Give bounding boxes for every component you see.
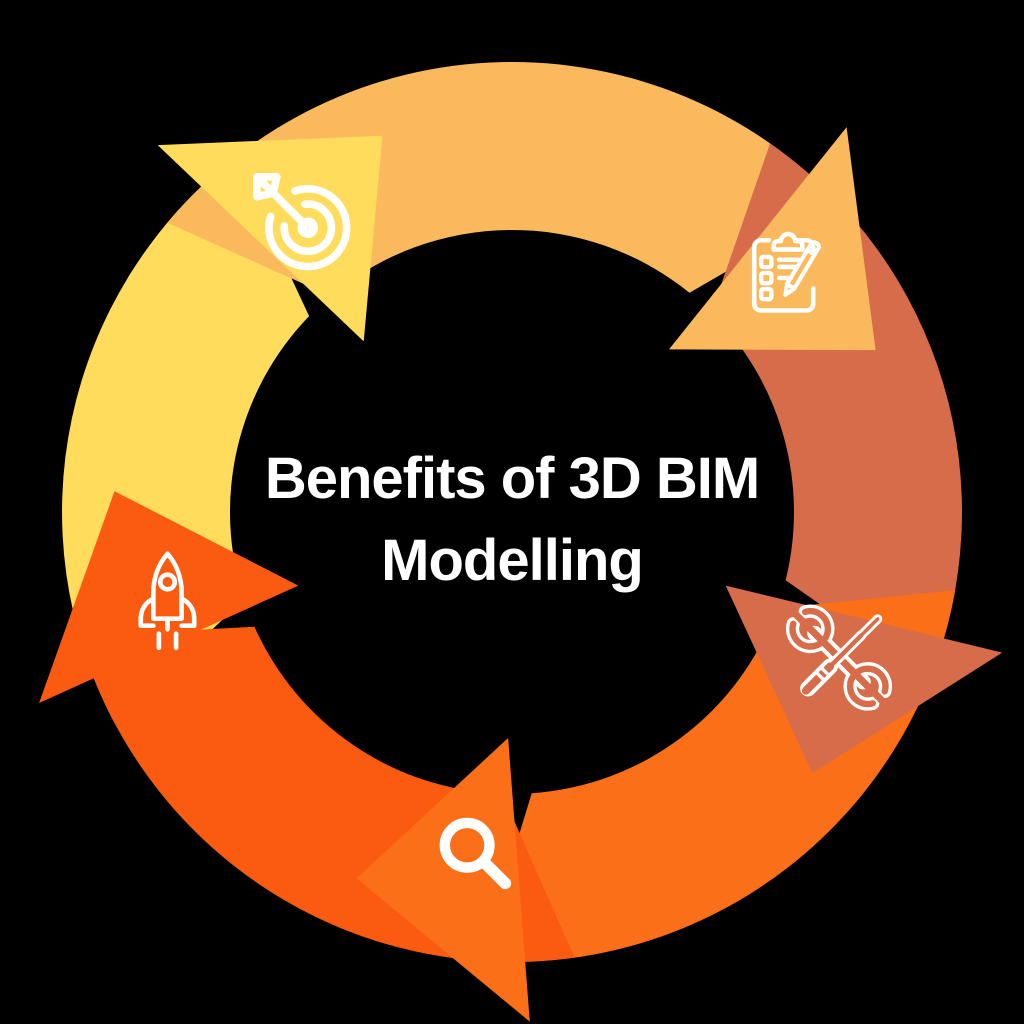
arrow-head-launch: [39, 491, 299, 703]
title-line-2: Modelling: [381, 528, 644, 593]
clipboard-checklist-icon: [751, 231, 822, 313]
title-line-1: Benefits of 3D BIM: [264, 446, 760, 511]
arrow-head-search: [356, 738, 530, 1022]
rocket-icon: [138, 551, 197, 651]
arrow-head-checklist: [669, 127, 876, 351]
wrench-screwdriver-icon: [786, 604, 892, 711]
diagram-title: Benefits of 3D BIM Modelling: [0, 438, 1024, 602]
magnifier-icon: [439, 817, 512, 890]
target-dart-icon: [253, 173, 351, 271]
